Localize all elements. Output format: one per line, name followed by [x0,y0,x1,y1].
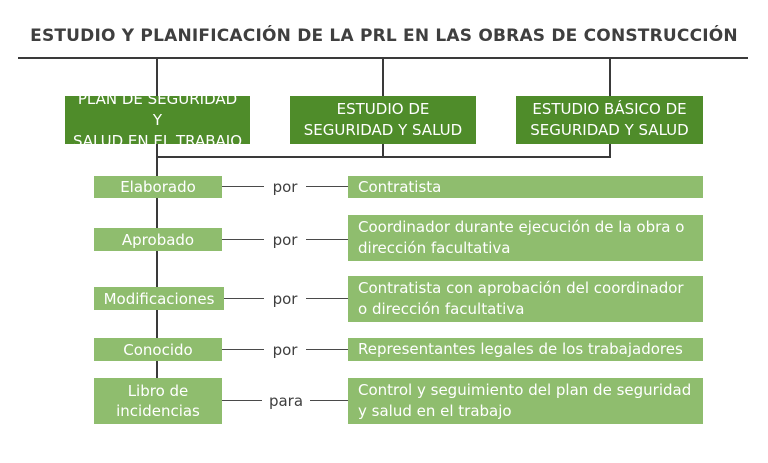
document-label: ESTUDIO BÁSICO DE SEGURIDAD Y SALUD [530,100,689,139]
connector-line [382,58,384,96]
connector-line [156,58,158,96]
connector-line [156,144,158,158]
collector-line [156,156,611,158]
description-box-elaborado: Contratista [348,176,703,198]
action-label: Elaborado [120,178,196,196]
document-box-estudio: ESTUDIO DE SEGURIDAD Y SALUD [290,96,476,144]
action-label: Aprobado [121,230,195,249]
connector-line [609,144,611,158]
description-text: Contratista [358,177,442,196]
action-box-modificaciones: Modificaciones [94,287,224,310]
connector-word: por [264,341,306,359]
diagram-title: ESTUDIO Y PLANIFICACIÓN DE LA PRL EN LAS… [30,26,738,46]
spine-line [156,156,158,380]
document-label: PLAN DE SEGURIDAD Y SALUD EN EL TRABAJO [72,89,243,150]
action-box-libro-incidencias: Libro de incidencias [94,378,222,424]
document-label: ESTUDIO DE SEGURIDAD Y SALUD [303,100,463,139]
description-text: Control y seguimiento del plan de seguri… [358,381,692,420]
description-box-modificaciones: Contratista con aprobación del coordinad… [348,276,703,322]
action-label: Modificaciones [103,289,215,308]
action-label: Conocido [123,340,193,359]
description-text: Contratista con aprobación del coordinad… [358,279,684,318]
description-box-aprobado: Coordinador durante ejecución de la obra… [348,215,703,261]
connector-word: para [262,392,310,410]
connector-line [609,58,611,96]
action-box-elaborado: Elaborado [94,176,222,198]
action-label: Libro de incidencias [116,382,200,420]
description-box-conocido: Representantes legales de los trabajador… [348,338,703,361]
document-box-estudio-basico: ESTUDIO BÁSICO DE SEGURIDAD Y SALUD [516,96,703,144]
connector-word: por [264,290,306,308]
description-text: Representantes legales de los trabajador… [358,340,683,358]
action-box-aprobado: Aprobado [94,228,222,251]
document-box-plan: PLAN DE SEGURIDAD Y SALUD EN EL TRABAJO [65,90,250,150]
action-box-conocido: Conocido [94,338,222,361]
description-box-libro-incidencias: Control y seguimiento del plan de seguri… [348,378,703,424]
connector-line [382,144,384,158]
connector-word: por [264,231,306,249]
description-text: Coordinador durante ejecución de la obra… [358,218,685,257]
connector-word: por [264,178,306,196]
